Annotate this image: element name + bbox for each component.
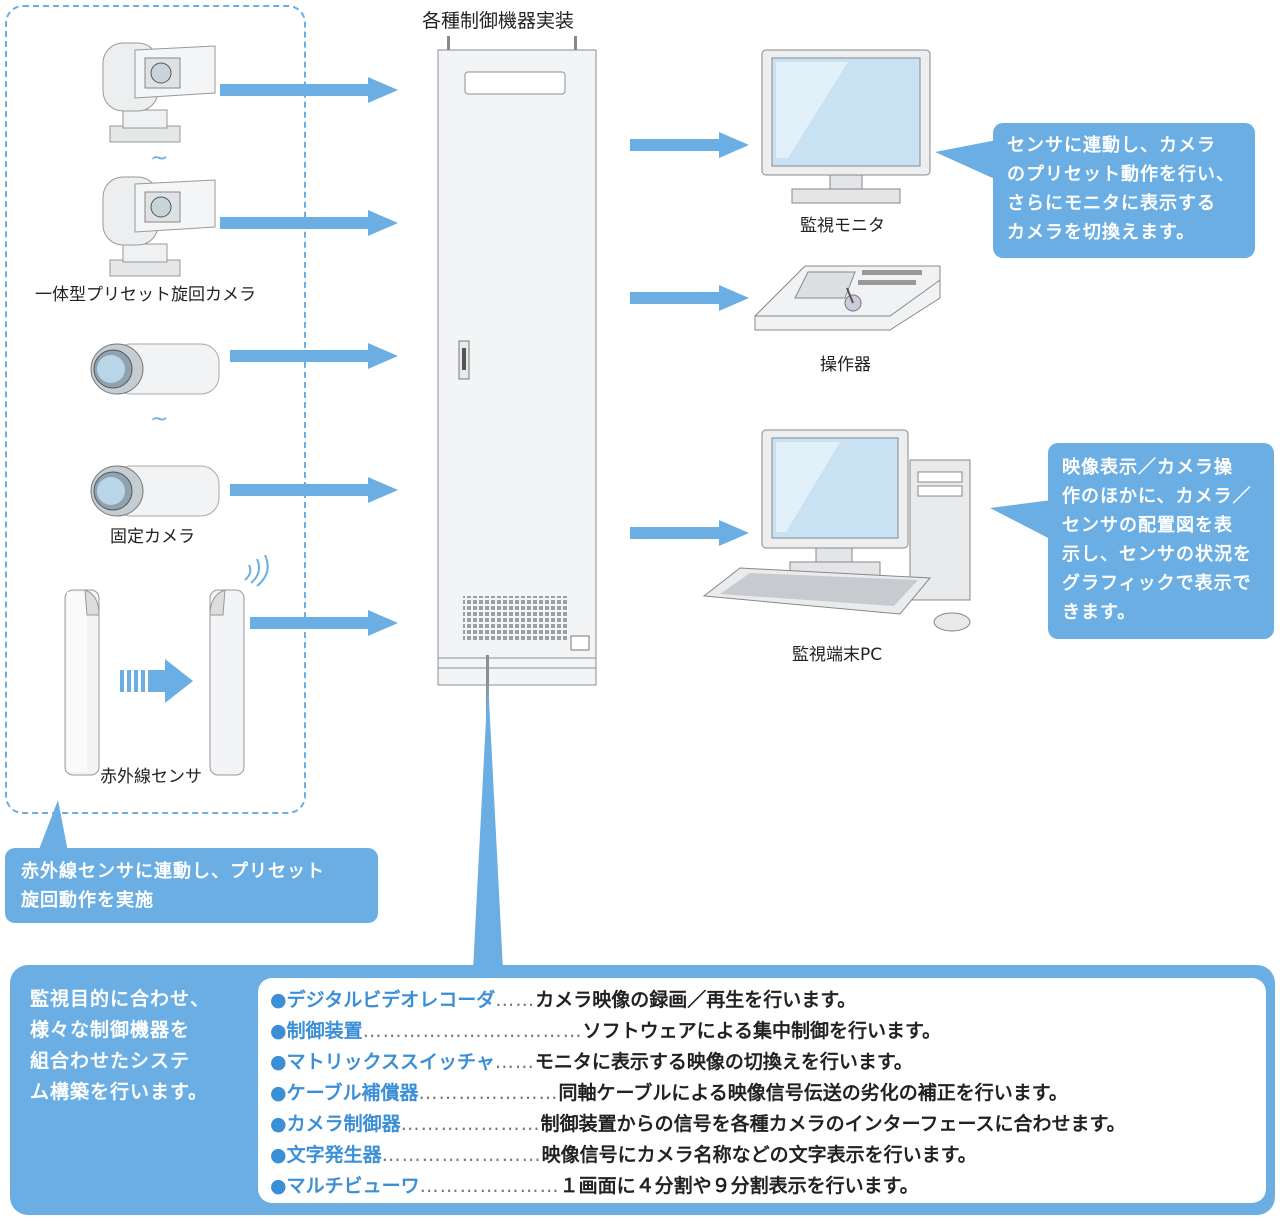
- ptz-camera-icon: [102, 42, 216, 143]
- signal-arrow: [220, 210, 398, 236]
- console-label: 操作器: [820, 355, 871, 375]
- leader-dots: ……: [495, 989, 536, 1011]
- equipment-desc: 制御装置からの信号を各種カメラのインターフェースに合わせます。: [540, 1113, 1126, 1135]
- callout-line: カメラを切換えます。: [1007, 222, 1196, 243]
- equipment-row: ●デジタルビデオレコーダ……カメラ映像の録画／再生を行います。: [270, 985, 856, 1015]
- equipment-desc: ソフトウェアによる集中制御を行います。: [582, 1020, 942, 1042]
- sensor-callout: 赤外線センサに連動し、プリセット 旋回動作を実施: [5, 848, 378, 923]
- equipment-row: ●制御装置……………………………ソフトウェアによる集中制御を行います。: [270, 1016, 941, 1046]
- equipment-term: ●マトリックススイッチャ: [270, 1051, 495, 1073]
- callout-line: 示し、センサの状況を: [1062, 544, 1252, 565]
- fixed-camera-icon: [90, 465, 220, 517]
- equipment-term: ●文字発生器: [270, 1144, 382, 1166]
- link-wave-icon: ~: [150, 146, 169, 171]
- pc-callout: 映像表示／カメラ操 作のほかに、カメラ／ センサの配置図を表 示し、センサの状況…: [1048, 443, 1274, 639]
- callout-pointer: [990, 500, 1052, 540]
- leader-dots: ……………………………: [362, 1020, 583, 1042]
- equipment-term: ●制御装置: [270, 1020, 363, 1042]
- callout-line: センサの配置図を表: [1062, 515, 1233, 536]
- equipment-desc: 同軸ケーブルによる映像信号伝送の劣化の補正を行います。: [558, 1082, 1068, 1104]
- signal-arrow: [630, 132, 749, 158]
- signal-arrow: [230, 343, 398, 369]
- equipment-list: [258, 978, 1266, 1203]
- signal-arrow: [220, 77, 398, 103]
- equipment-desc: モニタに表示する映像の切換えを行います。: [534, 1051, 913, 1073]
- system-callout: 監視目的に合わせ、 様々な制御機器を 組合わせたシステ ム構築を行います。: [20, 980, 250, 1120]
- leader-dots: …………………: [400, 1113, 541, 1135]
- leader-dots: …………………: [419, 1175, 560, 1197]
- callout-line: ム構築を行います。: [30, 1081, 209, 1103]
- fixed-camera-icon: [90, 343, 220, 395]
- equipment-row: ●ケーブル補償器…………………同軸ケーブルによる映像信号伝送の劣化の補正を行いま…: [270, 1078, 1068, 1108]
- monitor-icon: [761, 49, 931, 204]
- callout-line: 作のほかに、カメラ／: [1062, 486, 1252, 507]
- link-wave-icon: ~: [150, 407, 169, 432]
- ptz-camera-icon: [102, 176, 216, 277]
- callout-line: グラフィックで表示で: [1062, 573, 1252, 594]
- callout-line: 旋回動作を実施: [21, 890, 154, 911]
- equipment-desc: 映像信号にカメラ名称などの文字表示を行います。: [541, 1144, 977, 1166]
- callout-line: 映像表示／カメラ操: [1062, 457, 1233, 478]
- signal-arrow: [630, 285, 749, 311]
- pc-label: 監視端末PC: [792, 645, 883, 665]
- leader-dots: …………………: [418, 1082, 559, 1104]
- leader-dots: ……………………: [381, 1144, 542, 1166]
- callout-pointer: [935, 140, 997, 180]
- infrared-sensor-icon: [64, 555, 269, 776]
- monitor-callout: センサに連動し、カメラ のプリセット動作を行い、 さらにモニタに表示する カメラ…: [993, 123, 1255, 258]
- callout-line: のプリセット動作を行い、: [1007, 164, 1235, 185]
- signal-arrow: [230, 477, 398, 503]
- leader-dots: ……: [494, 1051, 535, 1073]
- camera-group-frame: [5, 5, 306, 814]
- sensor-label: 赤外線センサ: [100, 767, 202, 787]
- signal-arrow: [250, 610, 398, 636]
- callout-line: きます。: [1062, 602, 1137, 623]
- equipment-row: ●文字発生器……………………映像信号にカメラ名称などの文字表示を行います。: [270, 1140, 977, 1170]
- callout-line: 様々な制御機器を: [30, 1019, 191, 1041]
- callout-pointer: [38, 800, 68, 852]
- equipment-term: ●デジタルビデオレコーダ: [270, 989, 496, 1011]
- equipment-term: ●マルチビューワ: [270, 1175, 420, 1197]
- signal-arrow: [630, 520, 749, 546]
- equipment-desc: カメラ映像の録画／再生を行います。: [535, 989, 857, 1011]
- equipment-row: ●マルチビューワ…………………１画面に４分割や９分割表示を行います。: [270, 1171, 919, 1201]
- callout-line: 赤外線センサに連動し、プリセット: [21, 861, 325, 882]
- callout-line: さらにモニタに表示する: [1007, 193, 1216, 214]
- monitor-label: 監視モニタ: [800, 216, 885, 236]
- rack-title: 各種制御機器実装: [422, 10, 575, 32]
- callout-line: 組合わせたシステ: [30, 1050, 191, 1072]
- equipment-term: ●カメラ制御器: [270, 1113, 401, 1135]
- equipment-row: ●カメラ制御器…………………制御装置からの信号を各種カメラのインターフェースに合…: [270, 1109, 1126, 1139]
- fixed-camera-label: 固定カメラ: [110, 527, 195, 547]
- callout-line: センサに連動し、カメラ: [1007, 135, 1216, 156]
- equipment-desc: １画面に４分割や９分割表示を行います。: [559, 1175, 919, 1197]
- equipment-rack: [437, 36, 597, 686]
- ptz-camera-label: 一体型プリセット旋回カメラ: [35, 285, 256, 305]
- equipment-term: ●ケーブル補償器: [270, 1082, 419, 1104]
- rack-pointer: [473, 680, 503, 970]
- equipment-row: ●マトリックススイッチャ……モニタに表示する映像の切換えを行います。: [270, 1047, 913, 1077]
- control-console-icon: [754, 265, 941, 331]
- pc-terminal-icon: [702, 429, 971, 632]
- callout-line: 監視目的に合わせ、: [30, 988, 211, 1010]
